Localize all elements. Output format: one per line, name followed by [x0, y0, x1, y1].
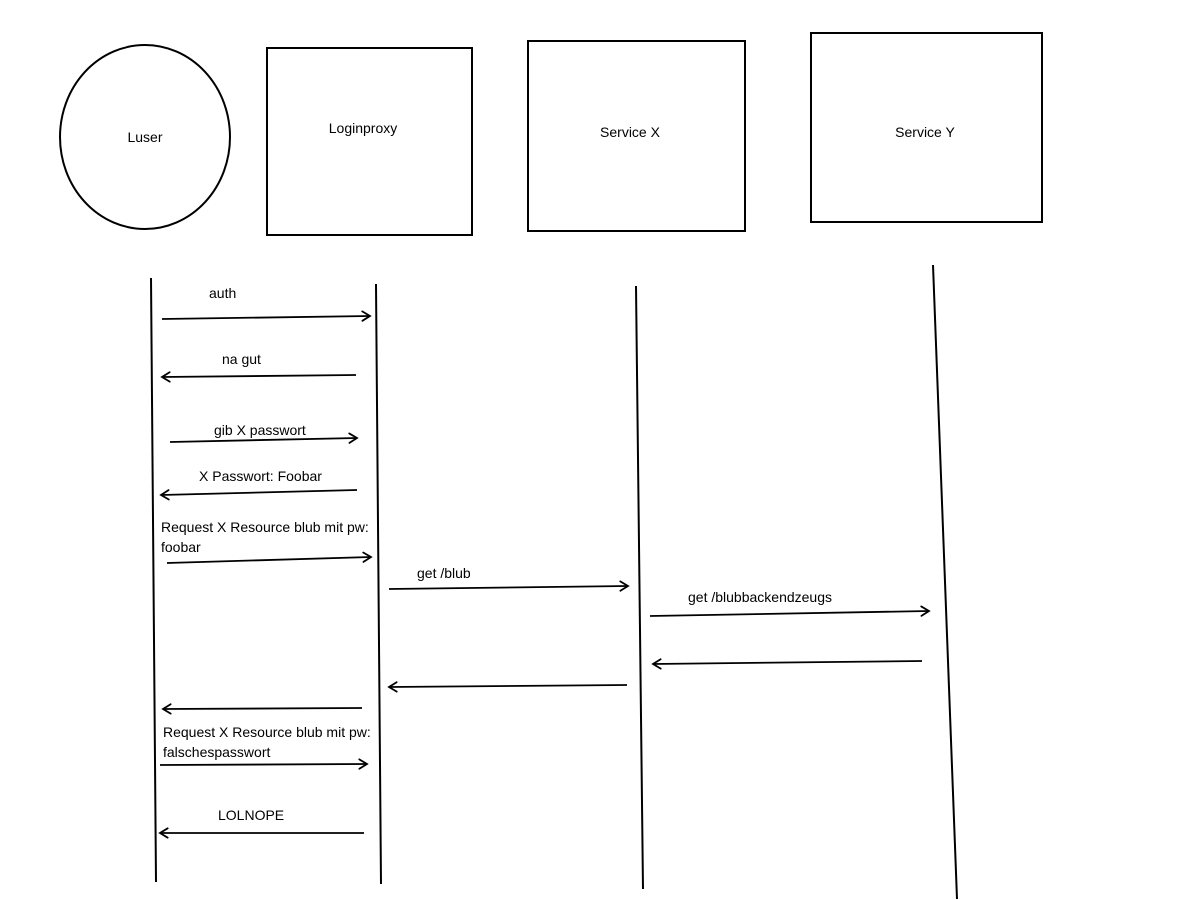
msg-lolnope-arrow	[158, 827, 364, 839]
msg-request2-label-line2: falschespasswort	[163, 744, 270, 760]
arrow-line	[166, 556, 372, 564]
msg-blub-response-arrow	[387, 681, 628, 693]
msg-get-backend-arrow	[649, 605, 931, 617]
msg-gib-x-passwort-arrow	[169, 432, 359, 444]
msg-request1-label-line2: foobar	[161, 539, 201, 555]
arrow-line	[161, 374, 357, 378]
service-y-box	[810, 32, 1043, 223]
service-x-label: Service X	[600, 124, 661, 140]
arrowhead-icon	[387, 681, 398, 693]
msg-auth-label: auth	[209, 285, 236, 301]
arrowhead-icon	[920, 605, 931, 617]
msg-resource-response-arrow	[161, 703, 363, 715]
loginproxy-box	[266, 47, 473, 236]
msg-na-gut-arrow	[160, 371, 357, 383]
lifeline-service-y	[932, 264, 958, 900]
arrow-line	[159, 763, 368, 766]
luser-label: Luser	[127, 129, 162, 145]
arrowhead-icon	[358, 758, 369, 770]
arrow-line	[652, 660, 923, 665]
msg-request2-arrow	[159, 758, 369, 770]
msg-auth-arrow	[161, 310, 372, 322]
lifeline-loginproxy	[375, 283, 382, 885]
msg-get-backend-label: get /blubbackendzeugs	[688, 589, 832, 605]
arrowhead-icon	[619, 580, 630, 592]
arrowhead-icon	[159, 489, 170, 501]
arrowhead-icon	[361, 310, 372, 322]
service-y-label: Service Y	[895, 124, 955, 140]
arrow-line	[388, 684, 628, 688]
lifeline-service-x	[635, 285, 644, 890]
msg-x-passwort-label: X Passwort: Foobar	[199, 468, 322, 484]
participant-luser: Luser	[59, 44, 231, 230]
arrow-line	[162, 707, 363, 710]
arrow-line	[388, 585, 629, 590]
arrowhead-icon	[160, 371, 171, 383]
arrowhead-icon	[161, 703, 172, 715]
arrowhead-icon	[158, 827, 169, 839]
participant-loginproxy: Loginproxy	[266, 47, 473, 236]
arrowhead-icon	[348, 432, 359, 444]
msg-backend-response-arrow	[651, 658, 923, 670]
luser-circle	[59, 44, 231, 230]
arrowhead-icon	[651, 658, 662, 670]
msg-get-blub-label: get /blub	[417, 565, 471, 581]
msg-request2-label-line1: Request X Resource blub mit pw:	[163, 724, 371, 740]
msg-na-gut-label: na gut	[222, 351, 261, 367]
lifeline-luser	[150, 277, 157, 883]
arrowhead-icon	[362, 551, 373, 563]
arrow-line	[169, 437, 358, 443]
msg-lolnope-label: LOLNOPE	[218, 807, 284, 823]
msg-request1-arrow	[166, 551, 373, 564]
loginproxy-label: Loginproxy	[329, 120, 398, 136]
arrow-line	[160, 489, 358, 496]
msg-x-passwort-arrow	[159, 489, 358, 501]
service-x-box	[527, 40, 746, 232]
arrow-line	[161, 315, 371, 320]
participant-service-x: Service X	[527, 40, 746, 232]
participant-service-y: Service Y	[810, 32, 1043, 223]
arrow-line	[649, 610, 930, 617]
msg-get-blub-arrow	[388, 580, 630, 592]
msg-gib-x-passwort-label: gib X passwort	[214, 422, 306, 438]
msg-request1-label-line1: Request X Resource blub mit pw:	[161, 519, 369, 535]
